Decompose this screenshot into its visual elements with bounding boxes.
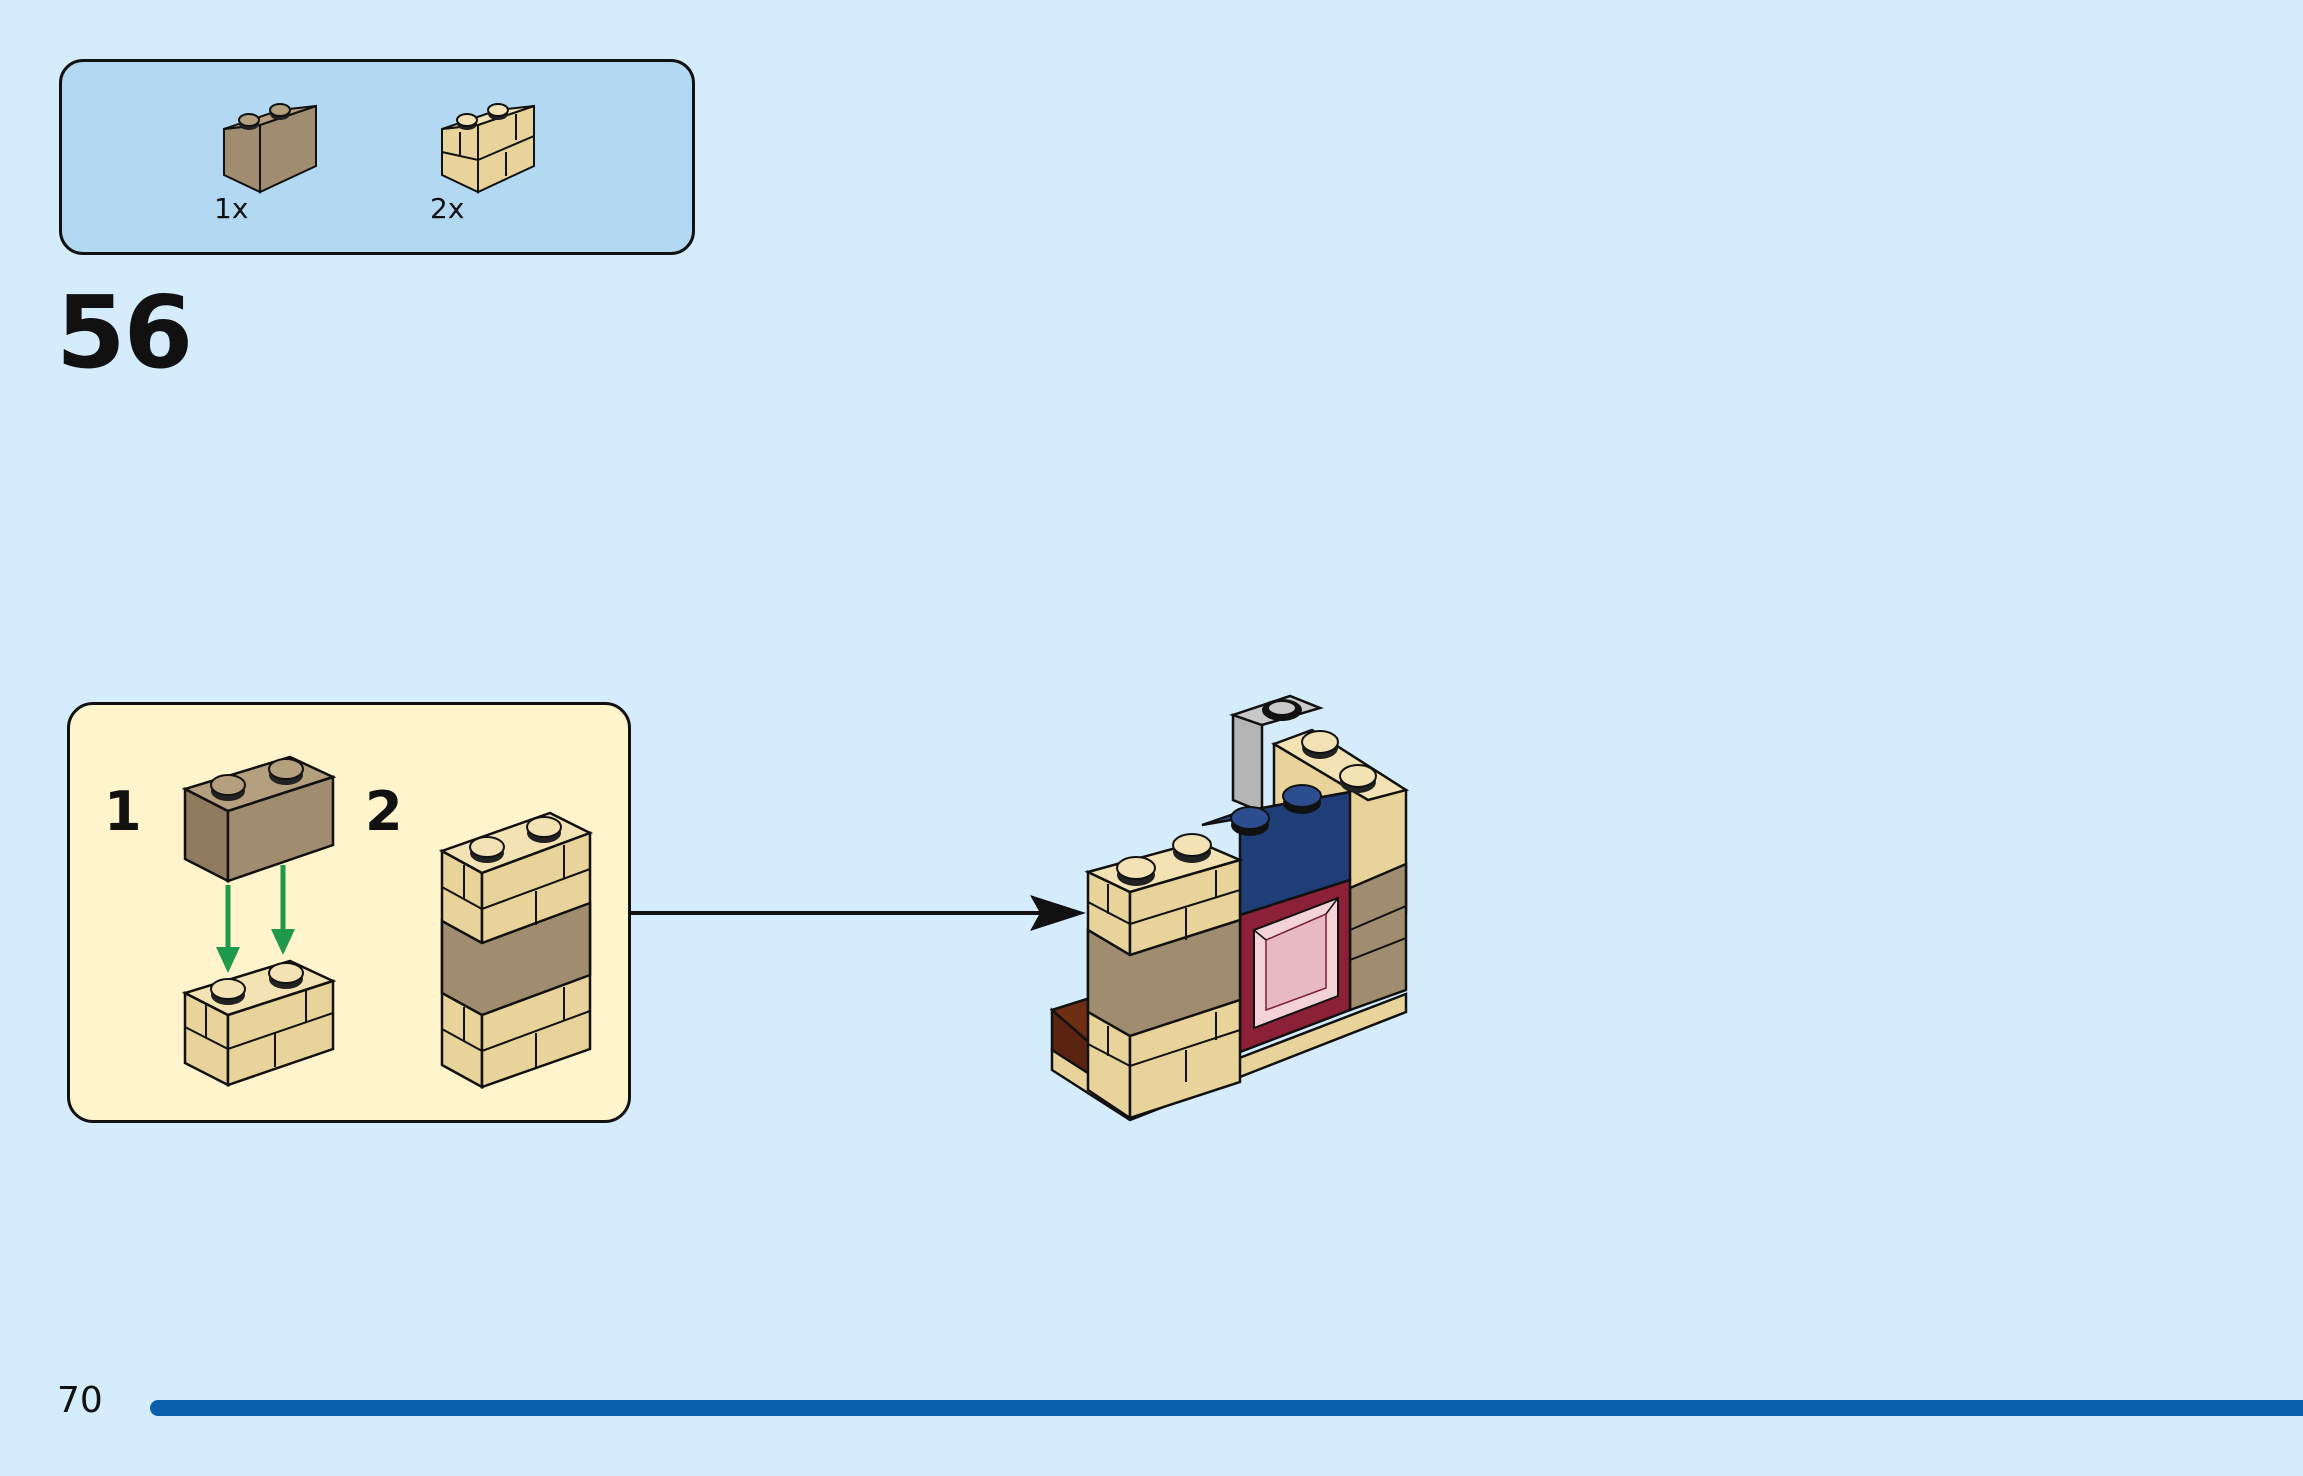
part-quantity: 2x <box>430 192 465 225</box>
parts-list-box: 1x 2x <box>59 59 695 255</box>
page-divider-bar <box>150 1400 2303 1416</box>
dark-tan-brick-1x2-icon <box>223 103 317 194</box>
green-down-arrow-icon <box>216 865 295 973</box>
sub-assembly-illustration <box>181 755 594 1090</box>
tan-masonry-brick-1x2-icon <box>441 103 535 194</box>
fireplace-model-icon <box>1049 694 1410 1122</box>
part-item-tan-masonry-brick: 2x <box>430 96 546 225</box>
brick-stack-icon <box>438 811 594 1090</box>
callout-arrow-icon <box>631 895 1086 931</box>
sub-assembly-box: 1 2 <box>67 702 631 1123</box>
page-number: 70 <box>57 1380 103 1421</box>
part-item-dark-tan-brick: 1x <box>214 96 328 225</box>
dark-tan-brick-icon <box>181 755 337 884</box>
step-number: 56 <box>56 274 193 391</box>
sub-step-2-label: 2 <box>365 780 403 843</box>
sub-step-1-label: 1 <box>104 780 142 843</box>
tan-masonry-brick-icon <box>181 959 337 1088</box>
part-quantity: 1x <box>214 192 249 225</box>
